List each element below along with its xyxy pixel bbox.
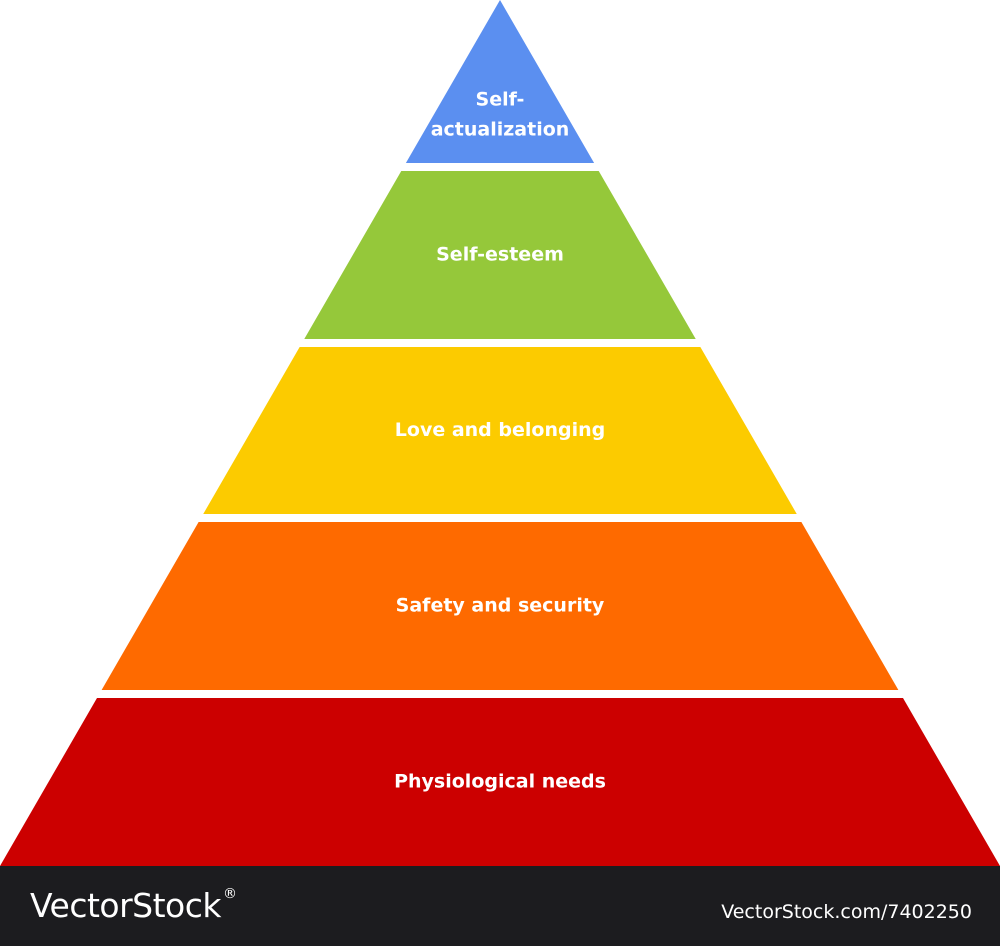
watermark-brand: VectorStock®	[30, 886, 237, 925]
watermark-footer: VectorStock® VectorStock.com/7402250	[0, 866, 1000, 946]
tier-physiological-needs	[0, 698, 1000, 866]
watermark-brand-text: VectorStock	[30, 886, 222, 925]
tier-safety-and-security	[101, 522, 899, 690]
tier-label-self-actualization-line-2: actualization	[431, 119, 570, 141]
tier-self-actualization	[405, 0, 595, 163]
tier-self-esteem	[304, 171, 696, 339]
tier-label-physiological-needs: Physiological needs	[394, 771, 606, 793]
tier-label-love-and-belonging: Love and belonging	[395, 419, 605, 441]
tier-label-self-actualization-line-1: Self-	[476, 89, 525, 111]
registered-mark: ®	[223, 886, 237, 902]
watermark-url: VectorStock.com/7402250	[721, 901, 972, 923]
tier-label-self-esteem: Self-esteem	[436, 244, 564, 266]
tier-love-and-belonging	[203, 347, 797, 514]
tier-label-safety-and-security: Safety and security	[396, 595, 605, 617]
